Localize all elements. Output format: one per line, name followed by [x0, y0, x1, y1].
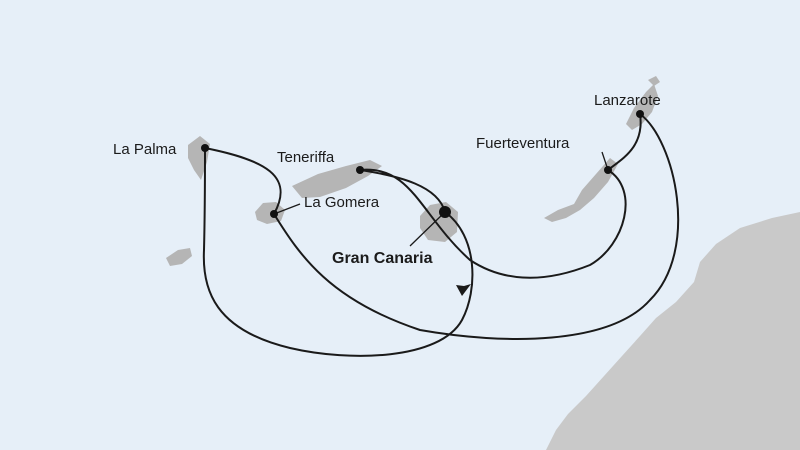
port-marker-fuerteventura	[604, 166, 612, 174]
label-lanzarote: Lanzarote	[594, 92, 661, 109]
port-marker-la-palma	[201, 144, 209, 152]
island-fuerteventura	[544, 158, 618, 222]
island-el-hierro	[166, 248, 192, 266]
label-gran-canaria: Gran Canaria	[332, 250, 433, 267]
mainland-africa	[546, 212, 800, 450]
port-marker-teneriffa	[356, 166, 364, 174]
gran-canaria-leader	[409, 211, 446, 247]
label-la-gomera: La Gomera	[304, 194, 380, 211]
port-marker-gran-canaria	[439, 206, 451, 218]
label-teneriffa: Teneriffa	[277, 149, 335, 166]
port-marker-lanzarote	[636, 110, 644, 118]
island-lanzarote	[626, 84, 658, 130]
la-gomera-leader	[273, 203, 301, 215]
island-la-graciosa	[648, 76, 660, 86]
label-fuerteventura: Fuerteventura	[476, 135, 570, 152]
route-line	[202, 113, 680, 357]
route-direction-arrow	[456, 284, 471, 296]
port-marker-la-gomera	[270, 210, 278, 218]
label-la-palma: La Palma	[113, 141, 177, 158]
